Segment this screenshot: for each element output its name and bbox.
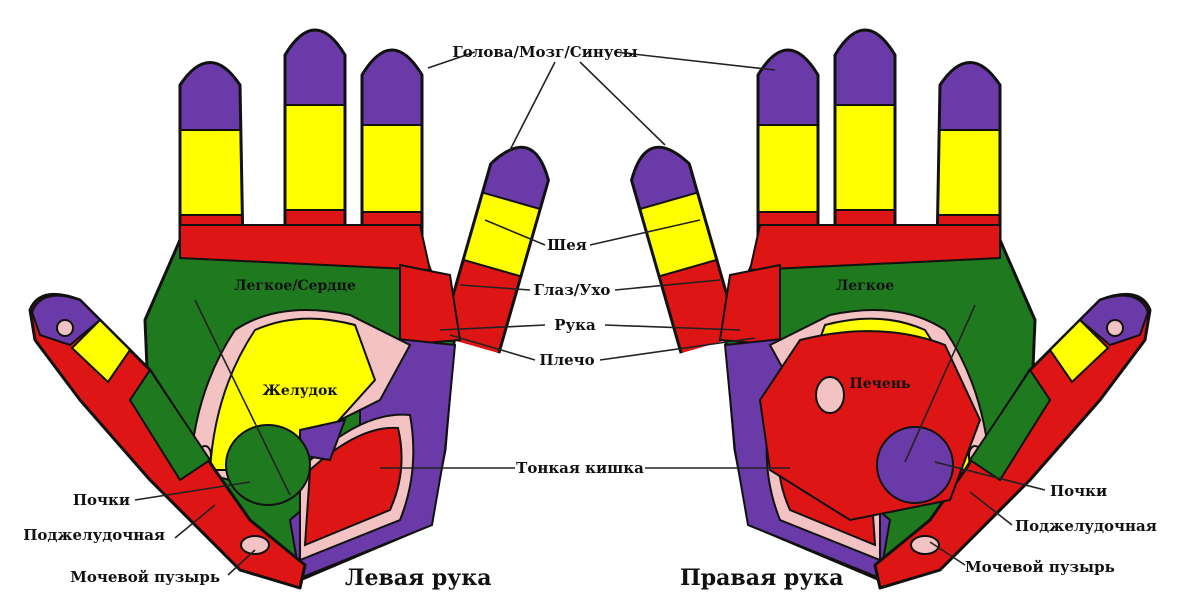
label-kidneys-right: Почки: [1050, 482, 1107, 500]
label-liver: Печень: [849, 376, 910, 392]
label-small-intestine: Тонкая кишка: [516, 459, 644, 477]
label-bladder-right: Мочевой пузырь: [965, 558, 1115, 576]
label-lung: Легкое: [836, 278, 894, 294]
label-lung-heart: Легкое/Сердце: [234, 278, 356, 294]
labels: Голова/Мозг/Синусы Шея Глаз/Ухо Рука Пле…: [23, 43, 1157, 591]
label-right-hand: Правая рука: [680, 565, 843, 591]
right-hand-graphic: [607, 0, 1150, 588]
label-eye-ear: Глаз/Ухо: [534, 281, 611, 299]
label-bladder-left: Мочевой пузырь: [70, 568, 220, 586]
label-arm: Рука: [554, 316, 596, 334]
label-neck: Шея: [547, 236, 587, 254]
label-kidneys-left: Почки: [73, 491, 130, 509]
leader-lines: [134, 51, 1046, 576]
label-shoulder: Плечо: [539, 351, 594, 369]
label-stomach: Желудок: [263, 383, 338, 399]
label-pancreas-right: Поджелудочная: [1015, 517, 1157, 535]
label-left-hand: Левая рука: [345, 565, 492, 591]
label-head-brain-sinuses: Голова/Мозг/Синусы: [452, 43, 637, 61]
label-pancreas-left: Поджелудочная: [23, 526, 165, 544]
